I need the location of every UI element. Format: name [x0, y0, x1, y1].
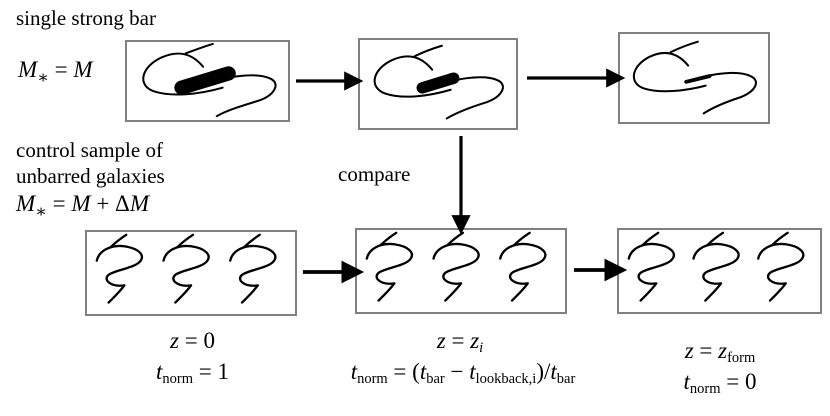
caption-redshift-zi: z = zi: [436, 328, 484, 357]
unbarred-galaxy: [692, 231, 740, 302]
control-panel-z0: [85, 230, 297, 316]
top-row-title: single strong bar: [16, 6, 156, 30]
control-panel-zi: [355, 228, 567, 314]
caption-redshift-z0: z = 0: [170, 328, 215, 353]
unbarred-galaxies-sketch-zi: [365, 231, 547, 302]
unbarred-galaxy: [627, 231, 676, 302]
galaxy-bar-strong: [174, 66, 236, 95]
unbarred-galaxies-sketch-z0: [95, 233, 277, 304]
caption-tnorm-zi: tnorm = (tbar − tlookback,i)/tbar: [350, 359, 576, 388]
bottom-row-mass-label: M∗ = M + ΔM: [16, 191, 149, 222]
caption-tnorm-zform: tnorm = 0: [683, 369, 757, 398]
unbarred-galaxy: [757, 231, 805, 302]
unbarred-galaxies-sketch-zform: [627, 231, 805, 302]
barred-panel-z0: [125, 40, 290, 122]
unbarred-galaxy: [162, 233, 210, 304]
barred-panel-zi: [358, 38, 518, 130]
galaxy-bar-weak: [684, 74, 712, 84]
bottom-row-title-line2: unbarred galaxies: [16, 164, 165, 188]
compare-label: compare: [338, 162, 411, 186]
top-row-mass-label: M∗ = M: [18, 57, 93, 88]
barred-galaxy-sketch-weak: [632, 40, 757, 115]
unbarred-galaxy: [229, 233, 277, 304]
unbarred-galaxy: [365, 231, 414, 302]
control-panel-zform: [617, 228, 822, 314]
unbarred-galaxy: [499, 231, 547, 302]
unbarred-galaxy: [95, 233, 144, 304]
barred-galaxy-sketch-strong: [142, 42, 277, 118]
caption-tnorm-z0: tnorm = 1: [156, 359, 229, 388]
caption-redshift-zform: z = zform: [684, 338, 756, 367]
barred-galaxy-sketch-moderate: [373, 44, 504, 120]
galaxy-bar-moderate: [416, 72, 460, 94]
bottom-row-title-line1: control sample of: [16, 138, 163, 162]
unbarred-galaxy: [432, 231, 480, 302]
barred-panel-zform: [618, 32, 770, 124]
